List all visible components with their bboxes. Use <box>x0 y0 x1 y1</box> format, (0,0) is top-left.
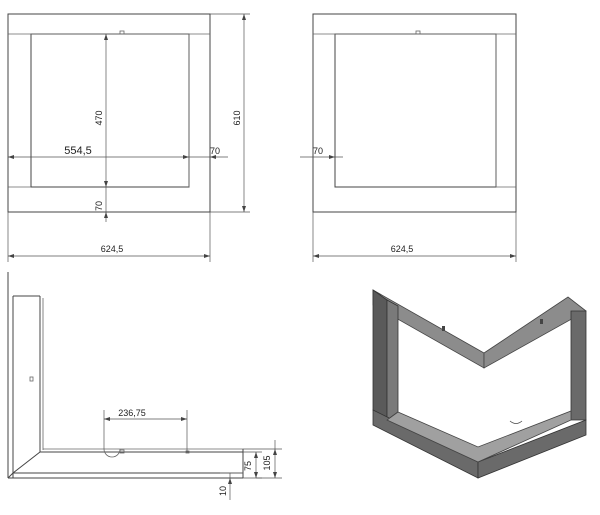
iso-left-post <box>372 289 388 421</box>
iso-bottom-right-front <box>477 419 587 479</box>
dim-624-arrow-left <box>8 254 14 258</box>
side-tab-bottom <box>119 449 125 454</box>
isometric-view <box>372 289 587 479</box>
dim-70-right-label: 70 <box>210 146 220 156</box>
dim-554-arrow-left <box>8 155 14 159</box>
iso-left-post-inner <box>386 299 399 421</box>
dim-470-label: 470 <box>94 110 104 125</box>
dim-236-arrow-left <box>104 417 110 421</box>
dim-236-arrow-right <box>181 417 187 421</box>
rear-outer-frame <box>312 13 517 213</box>
dim-75-arrow-bottom <box>254 472 258 478</box>
dim-rear-70-label: 70 <box>313 146 323 156</box>
dim-105-label: 105 <box>262 455 272 470</box>
front-tab <box>119 30 125 35</box>
front-inner-opening <box>30 33 190 188</box>
dim-470-arrow-top <box>104 34 108 40</box>
iso-right-post <box>570 310 587 421</box>
iso-tab-2 <box>540 319 543 324</box>
dim-105-arrow-top <box>273 449 277 455</box>
dim-554-label: 554,5 <box>64 145 92 157</box>
front-view: 470 554,5 70 70 610 624,5 <box>7 13 250 262</box>
dim-75-label: 75 <box>243 461 253 471</box>
dim-rear-70-arrow <box>329 155 335 159</box>
dim-236-label: 236,75 <box>118 408 146 418</box>
rear-tab <box>415 30 421 35</box>
dim-rear-624-arrow-right <box>510 254 516 258</box>
side-tab-bottom-2 <box>185 450 190 454</box>
dim-610-arrow-bottom <box>242 206 246 212</box>
iso-tab-1 <box>442 326 445 331</box>
side-tab-left <box>29 376 34 382</box>
iso-bottom-tray <box>386 410 572 463</box>
iso-notch <box>509 420 523 424</box>
front-outer-frame <box>7 13 211 213</box>
dim-105-arrow-bottom <box>273 472 277 478</box>
side-corner-diagonal <box>12 451 41 474</box>
dim-470-arrow-bottom <box>104 181 108 187</box>
dim-554-arrow-right <box>183 155 189 159</box>
dim-70-bottom-label: 70 <box>94 201 104 211</box>
dim-70-bottom-arrow <box>104 212 108 218</box>
dim-610-label: 610 <box>232 110 242 125</box>
dim-10-arrow <box>228 478 232 484</box>
dim-75-arrow-top <box>254 452 258 458</box>
side-notch <box>103 448 121 458</box>
dim-624-label: 624,5 <box>101 244 124 254</box>
dim-rear-624-label: 624,5 <box>391 244 414 254</box>
side-view: 236,75 75 105 10 <box>7 272 282 500</box>
rear-inner-opening <box>334 33 497 188</box>
dim-610-arrow-top <box>242 14 246 20</box>
dim-10-label: 10 <box>218 486 228 496</box>
side-corner-outer <box>7 472 14 479</box>
dim-624-arrow-right <box>204 254 210 258</box>
dim-rear-624-arrow-left <box>313 254 319 258</box>
dim-70-right-arrow <box>210 155 216 159</box>
rear-view: 70 624,5 <box>300 13 517 262</box>
